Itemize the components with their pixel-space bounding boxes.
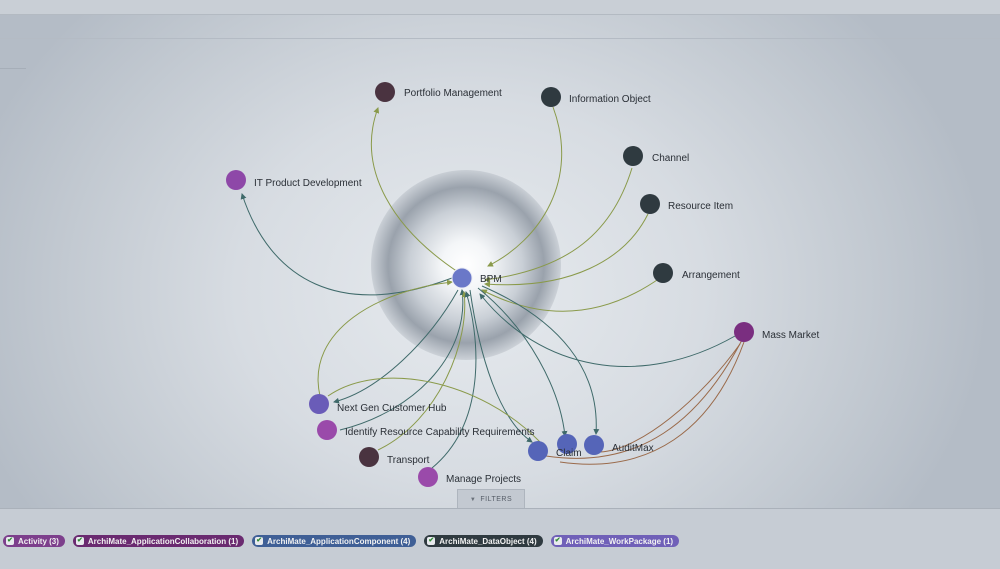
- node-label: IT Product Development: [254, 178, 362, 189]
- filters-tab[interactable]: ▼ FILTERS: [457, 489, 525, 509]
- node-portfolio-management[interactable]: Portfolio Management: [375, 82, 502, 102]
- chip-label: ArchiMate_ApplicationComponent (4): [267, 536, 411, 546]
- edge-nextgen-bpm: [317, 279, 453, 397]
- legend-filter-chips: ✔ Activity (3) ✔ ArchiMate_ApplicationCo…: [3, 535, 680, 547]
- toolbar-divider: [0, 38, 1000, 39]
- node-label: Next Gen Customer Hub: [337, 403, 447, 414]
- side-marker: [0, 68, 26, 69]
- node-mass-market[interactable]: Mass Market: [734, 322, 819, 342]
- node-information-object[interactable]: Information Object: [541, 87, 651, 107]
- check-icon: ✔: [255, 537, 264, 545]
- caret-down-icon: ▼: [469, 496, 477, 503]
- node-label: Information Object: [569, 94, 651, 105]
- node-label: Transport: [387, 455, 430, 466]
- filter-chip-work-package[interactable]: ✔ ArchiMate_WorkPackage (1): [550, 535, 680, 547]
- filter-chip-data-object[interactable]: ✔ ArchiMate_DataObject (4): [424, 535, 543, 547]
- node-manage-projects[interactable]: Manage Projects: [418, 467, 521, 487]
- edge-bpm-nextgen: [333, 289, 459, 404]
- focus-highlight: [371, 170, 561, 360]
- edge-manage-bpm: [431, 291, 477, 469]
- edge-bpm-claim2: [477, 287, 568, 437]
- node-label: Identify Resource Capability Requirement…: [345, 427, 535, 438]
- edge-arrangement-bpm: [481, 277, 661, 312]
- edge-bpm-claim: [469, 289, 533, 443]
- check-icon: ✔: [6, 537, 14, 545]
- edge-mass-bpm: [479, 293, 736, 367]
- chip-label: ArchiMate_ApplicationCollaboration (1): [87, 536, 239, 546]
- top-toolbar: [0, 0, 1000, 15]
- node-label-bpm: BPM: [480, 274, 502, 285]
- edge-mass-claim: [545, 339, 743, 459]
- edge-bpm-itprod: [240, 193, 453, 296]
- node-transport[interactable]: Transport: [359, 447, 430, 467]
- node-claim[interactable]: Claim: [528, 434, 582, 461]
- node-label: Claim: [556, 448, 582, 459]
- node-label: Channel: [652, 153, 689, 164]
- node-identify-resource-capability[interactable]: Identify Resource Capability Requirement…: [317, 420, 535, 440]
- node-bpm[interactable]: BPM: [451, 267, 502, 289]
- node-it-product-development[interactable]: IT Product Development: [226, 170, 362, 190]
- edge-bpm-auditmax: [481, 285, 600, 435]
- filter-chip-application-collaboration[interactable]: ✔ ArchiMate_ApplicationCollaboration (1): [72, 535, 245, 547]
- edge-mass-auditmax: [599, 343, 741, 453]
- node-channel[interactable]: Channel: [623, 146, 689, 166]
- check-icon: ✔: [75, 537, 84, 545]
- node-label: Arrangement: [682, 270, 740, 281]
- check-icon: ✔: [427, 537, 436, 545]
- filter-chip-activity[interactable]: ✔ Activity (3): [3, 535, 65, 547]
- chip-label: ArchiMate_DataObject (4): [439, 536, 537, 546]
- chip-label: ArchiMate_WorkPackage (1): [565, 536, 674, 546]
- edge-identify-bpm: [339, 289, 466, 431]
- edge-bpm-portfolio: [370, 107, 459, 273]
- edge-resitem-bpm: [484, 213, 649, 288]
- edge-nextgen-claim: [327, 377, 541, 443]
- chip-label: Activity (3): [18, 536, 59, 546]
- node-label: Resource Item: [668, 201, 733, 212]
- node-label: Mass Market: [762, 330, 819, 341]
- node-next-gen-customer-hub[interactable]: Next Gen Customer Hub: [309, 394, 447, 414]
- edge-infoobj-bpm: [487, 106, 563, 267]
- filters-label: FILTERS: [480, 496, 513, 503]
- edge-mass-claim2: [559, 341, 745, 465]
- node-arrangement[interactable]: Arrangement: [653, 263, 740, 283]
- filter-chip-application-component[interactable]: ✔ ArchiMate_ApplicationComponent (4): [252, 535, 417, 547]
- edge-transport-bpm: [377, 291, 468, 451]
- node-label: Portfolio Management: [404, 88, 502, 99]
- node-label: Manage Projects: [446, 474, 521, 485]
- check-icon: ✔: [553, 537, 562, 545]
- node-auditmax[interactable]: AuditMax: [584, 435, 654, 455]
- edge-channel-bpm: [484, 167, 633, 283]
- node-resource-item[interactable]: Resource Item: [640, 194, 733, 214]
- node-label: AuditMax: [612, 443, 654, 454]
